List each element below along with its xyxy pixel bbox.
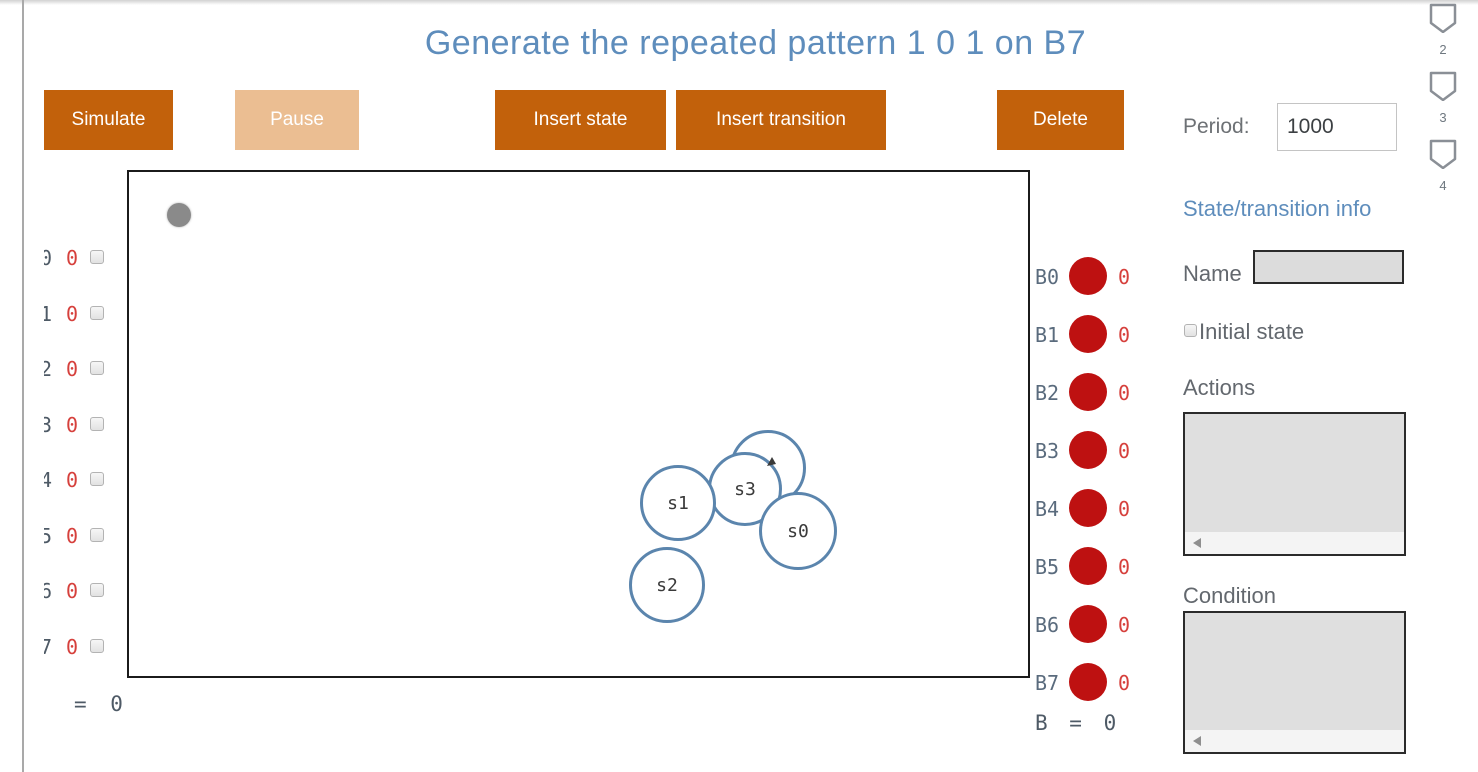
info-panel-heading: State/transition info: [1183, 196, 1372, 221]
period-label: Period:: [1183, 115, 1250, 138]
delete-button[interactable]: Delete: [997, 90, 1124, 150]
page-title: Generate the repeated pattern 1 0 1 on B…: [424, 24, 1087, 62]
actions-textarea[interactable]: [1183, 412, 1406, 556]
output-bit-value: 0: [1118, 381, 1131, 405]
state-node-s2[interactable]: s2: [629, 547, 705, 623]
output-bit-label: B1: [1035, 323, 1060, 347]
output-bit-label: B4: [1035, 497, 1060, 521]
input-bit-value: 0: [66, 634, 79, 659]
condition-textarea[interactable]: [1183, 611, 1406, 754]
scroll-left-icon[interactable]: [1193, 538, 1201, 548]
output-bit-value: 0: [1118, 613, 1131, 637]
led-indicator-icon: [1069, 663, 1107, 701]
flag-marker[interactable]: 4: [1428, 139, 1458, 193]
insert-state-button[interactable]: Insert state: [495, 90, 666, 150]
input-bit-label: 5: [40, 523, 53, 548]
state-node-label: s0: [787, 520, 809, 542]
input-sum-readout: = 0: [74, 692, 123, 716]
output-bit-label: B3: [1035, 439, 1060, 463]
pause-button[interactable]: Pause: [235, 90, 359, 150]
flag-number: 2: [1439, 42, 1447, 57]
led-indicator-icon: [1069, 489, 1107, 527]
input-bit-checkbox[interactable]: [90, 472, 104, 487]
input-bit-checkbox[interactable]: [90, 305, 104, 320]
input-bit-label: 1: [40, 301, 53, 326]
period-input[interactable]: [1277, 103, 1397, 151]
state-machine-canvas[interactable]: [127, 170, 1030, 678]
output-bit-value: 0: [1118, 439, 1131, 463]
input-bit-checkbox[interactable]: [90, 416, 104, 431]
simulate-button[interactable]: Simulate: [44, 90, 173, 150]
input-bit-checkbox[interactable]: [90, 527, 104, 542]
output-bit-value: 0: [1118, 555, 1131, 579]
input-bit-value: 0: [66, 523, 79, 548]
bookmark-flag-icon: [1429, 3, 1457, 33]
input-bit-value: 0: [66, 468, 79, 493]
flag-number: 3: [1439, 110, 1447, 125]
input-bit-value: 0: [66, 301, 79, 326]
initial-state-label: Initial state: [1199, 319, 1305, 344]
condition-hscrollbar[interactable]: [1185, 730, 1404, 752]
led-indicator-icon: [1069, 315, 1107, 353]
condition-text[interactable]: [1185, 613, 1404, 730]
input-bit-value: 0: [66, 357, 79, 382]
insert-transition-button[interactable]: Insert transition: [676, 90, 886, 150]
input-bit-label: 6: [40, 579, 53, 604]
input-bit-value: 0: [66, 246, 79, 270]
led-indicator-icon: [1069, 373, 1107, 411]
input-bit-checkbox[interactable]: [90, 250, 104, 264]
output-bit-label: B0: [1035, 265, 1060, 289]
output-bit-label: B5: [1035, 555, 1060, 579]
flag-number: 4: [1439, 178, 1447, 193]
actions-hscrollbar[interactable]: [1185, 532, 1404, 554]
input-bit-checkbox[interactable]: [90, 583, 104, 598]
output-bit-value: 0: [1118, 497, 1131, 521]
led-indicator-icon: [1069, 605, 1107, 643]
input-bit-label: 4: [40, 468, 53, 493]
canvas-marker-dot: [167, 203, 191, 227]
scroll-left-icon[interactable]: [1193, 736, 1201, 746]
input-bit-checkbox[interactable]: [90, 361, 104, 376]
output-bit-value: 0: [1118, 323, 1131, 347]
top-shadow: [0, 0, 1478, 5]
output-bit-label: B6: [1035, 613, 1060, 637]
state-node-label: s1: [667, 492, 689, 514]
led-indicator-icon: [1069, 257, 1107, 295]
actions-label: Actions: [1183, 375, 1256, 400]
output-bit-value: 0: [1118, 265, 1131, 289]
bookmark-flag-icon: [1429, 139, 1457, 169]
input-bit-label: 0: [40, 246, 53, 270]
transition-arrowhead-icon: [766, 455, 778, 473]
flag-marker[interactable]: 2: [1428, 3, 1458, 57]
input-bit-value: 0: [66, 412, 79, 437]
output-bit-label: B2: [1035, 381, 1060, 405]
input-bit-value: 0: [66, 579, 79, 604]
state-node-label: s3: [734, 478, 756, 500]
state-name-label: Name: [1183, 261, 1242, 286]
state-node-s1[interactable]: s1: [640, 465, 716, 541]
left-gutter-divider: [22, 0, 24, 772]
flag-marker[interactable]: 3: [1428, 71, 1458, 125]
input-bit-label: 7: [40, 634, 53, 659]
initial-state-checkbox[interactable]: [1184, 324, 1197, 337]
input-bit-label: 3: [40, 412, 53, 437]
state-node-label: s2: [656, 574, 678, 596]
state-node-s0[interactable]: s0: [759, 492, 837, 570]
input-bit-checkbox[interactable]: [90, 638, 104, 653]
output-bit-value: 0: [1118, 671, 1131, 695]
output-bit-label: B7: [1035, 671, 1060, 695]
led-indicator-icon: [1069, 547, 1107, 585]
led-indicator-icon: [1069, 431, 1107, 469]
state-name-input[interactable]: [1253, 250, 1404, 284]
condition-label: Condition: [1183, 583, 1276, 608]
output-sum-readout: B = 0: [1035, 711, 1117, 735]
bookmark-flag-icon: [1429, 71, 1457, 101]
actions-text[interactable]: [1185, 414, 1404, 532]
input-bit-label: 2: [40, 357, 53, 382]
